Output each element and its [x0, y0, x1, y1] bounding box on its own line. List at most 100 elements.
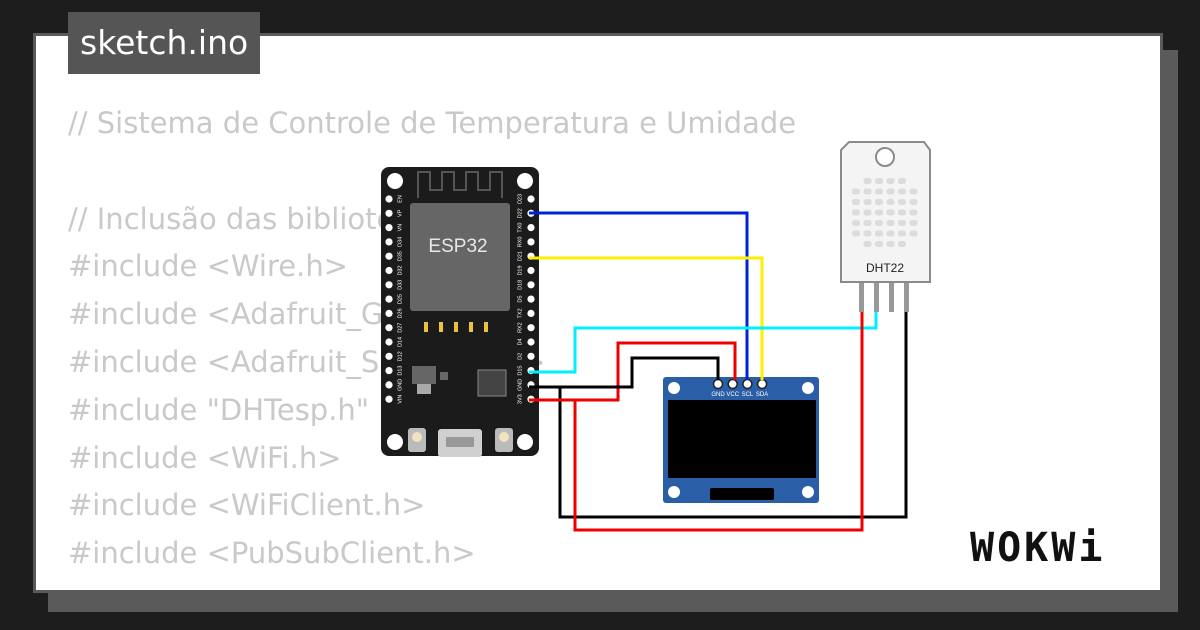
dht22-vent: [875, 241, 883, 247]
dht22-vent: [886, 199, 895, 205]
dht22-vent: [886, 220, 895, 226]
oled-screen: [668, 400, 816, 478]
esp32-left-pin-hole[interactable]: [385, 266, 393, 275]
dht22-vent: [909, 209, 918, 216]
dht22-vent: [898, 199, 906, 205]
dht22-vent: [852, 199, 860, 205]
esp32-left-pin-hole[interactable]: [385, 238, 393, 246]
esp32-left-pin-hole[interactable]: [385, 195, 393, 203]
esp32-right-pins[interactable]: D23D22TX0RX0D21D19D18D5TX2RX2D4D2D15GND3…: [517, 194, 535, 404]
code-line: #include "DHTesp.h": [68, 392, 370, 427]
oled-pin-label: SCL: [742, 392, 754, 398]
dht22-vent: [875, 188, 883, 195]
esp32-board[interactable]: ESP32 ENVPVND34D35D32D33D25D26D27D14D12D…: [381, 167, 539, 457]
esp32-left-pin-hole[interactable]: [385, 381, 393, 389]
esp32-right-pin-hole[interactable]: [527, 195, 535, 203]
esp32-right-pin-hole[interactable]: [527, 238, 535, 246]
wire-yellow: [529, 256, 764, 380]
oled-pin-label: GND: [711, 392, 725, 398]
esp32-left-pin-hole[interactable]: [385, 309, 393, 317]
dht22-vent: [875, 209, 883, 216]
esp32-left-pin-hole[interactable]: [385, 295, 393, 303]
dht22-vent-grid: [852, 178, 918, 247]
oled-pin-hole[interactable]: [742, 378, 753, 390]
esp32-left-pin-hole[interactable]: [385, 352, 393, 360]
esp32-right-pin-label: RX0: [517, 237, 523, 248]
esp32-left-pin-hole[interactable]: [385, 252, 393, 260]
esp32-left-pin-label: D12: [397, 351, 403, 361]
esp32-right-pin-hole[interactable]: [527, 338, 535, 346]
dht22-vent: [863, 199, 872, 205]
dht22-vent: [898, 209, 906, 216]
wires: [529, 211, 908, 532]
esp32-left-pins[interactable]: ENVPVND34D35D32D33D25D26D27D14D12D13GNDV…: [385, 195, 403, 404]
esp32-left-pin-hole[interactable]: [385, 395, 393, 403]
dht22-vent: [898, 230, 906, 237]
esp32-right-pin-hole[interactable]: [527, 224, 535, 232]
esp32-left-pin-label: VIN: [397, 395, 403, 404]
dht22-vent: [886, 230, 895, 237]
esp32-right-pin-hole[interactable]: [527, 309, 535, 317]
code-line: // Sistema de Controle de Temperatura e …: [68, 106, 797, 140]
esp32-right-pin-label: TX2: [517, 308, 523, 318]
dht22-label: DHT22: [866, 261, 904, 275]
esp32-left-pin-label: D26: [397, 308, 403, 318]
dht22-vent: [863, 220, 872, 226]
oled-pin-hole[interactable]: [712, 378, 724, 390]
esp32-left-pin-hole[interactable]: [385, 224, 393, 232]
wokwi-logo: WOKWi: [970, 525, 1106, 571]
esp32-left-pin-hole[interactable]: [385, 324, 393, 332]
esp32-left-pin-label: D13: [397, 366, 403, 376]
esp32-left-pin-label: VN: [397, 224, 403, 232]
dht22-vent: [875, 199, 883, 205]
esp32-right-pin-label: D4: [517, 338, 523, 345]
esp32-left-pin-hole[interactable]: [385, 367, 393, 375]
wire-red-oled: [529, 341, 737, 402]
oled-pin-hole[interactable]: [727, 378, 738, 390]
esp32-left-pin-hole[interactable]: [385, 338, 393, 346]
file-tab[interactable]: sketch.ino: [68, 12, 261, 74]
dht22-vent: [863, 209, 872, 216]
dht22-vent: [852, 209, 860, 216]
dht22-vent: [863, 188, 872, 195]
esp32-right-pin-label: D22: [517, 208, 523, 218]
esp32-right-pin-label: GND: [517, 379, 523, 391]
wire-cyan: [529, 312, 878, 374]
wire-red-dht: [529, 312, 864, 532]
dht22-vent: [852, 220, 860, 226]
wire-blue: [529, 211, 749, 380]
dht22-vent: [898, 188, 906, 195]
wire-black-dht: [529, 312, 908, 519]
esp32-right-pin-label: D18: [517, 280, 523, 290]
esp32-left-pin-label: D35: [397, 251, 403, 261]
esp32-right-pin-hole[interactable]: [527, 324, 535, 332]
dht22-vent: [886, 209, 895, 216]
code-line: #include <WiFi.h>: [68, 440, 342, 475]
dht22-vent: [886, 188, 895, 195]
esp32-right-pin-hole[interactable]: [527, 295, 535, 303]
dht22-vent: [898, 241, 906, 247]
esp32-right-pin-label: D23: [517, 194, 523, 204]
esp32-right-pin-hole[interactable]: [527, 352, 535, 360]
esp32-left-pin-hole[interactable]: [385, 281, 393, 289]
dht22-vent: [886, 178, 895, 184]
esp32-left-pin-label: D34: [397, 237, 403, 247]
dht22-vent: [875, 220, 883, 226]
esp32-left-pin-hole[interactable]: [385, 209, 393, 217]
dht22-vent: [863, 241, 872, 247]
oled-pin-label: SDA: [756, 392, 768, 398]
esp32-right-pin-hole[interactable]: [527, 281, 535, 289]
esp32-right-pin-hole[interactable]: [527, 266, 535, 275]
dht22-vent: [909, 230, 918, 237]
oled-pin-hole[interactable]: [756, 378, 768, 390]
esp32-right-pin-label: 3V3: [517, 394, 523, 404]
dht22-vent: [909, 199, 918, 205]
dht22-sensor[interactable]: DHT22: [840, 141, 931, 312]
esp32-left-pin-label: D25: [397, 294, 403, 304]
dht22-vent: [875, 230, 883, 237]
esp32-left-pin-label: EN: [397, 195, 403, 203]
esp32-left-pin-label: D27: [397, 323, 403, 333]
